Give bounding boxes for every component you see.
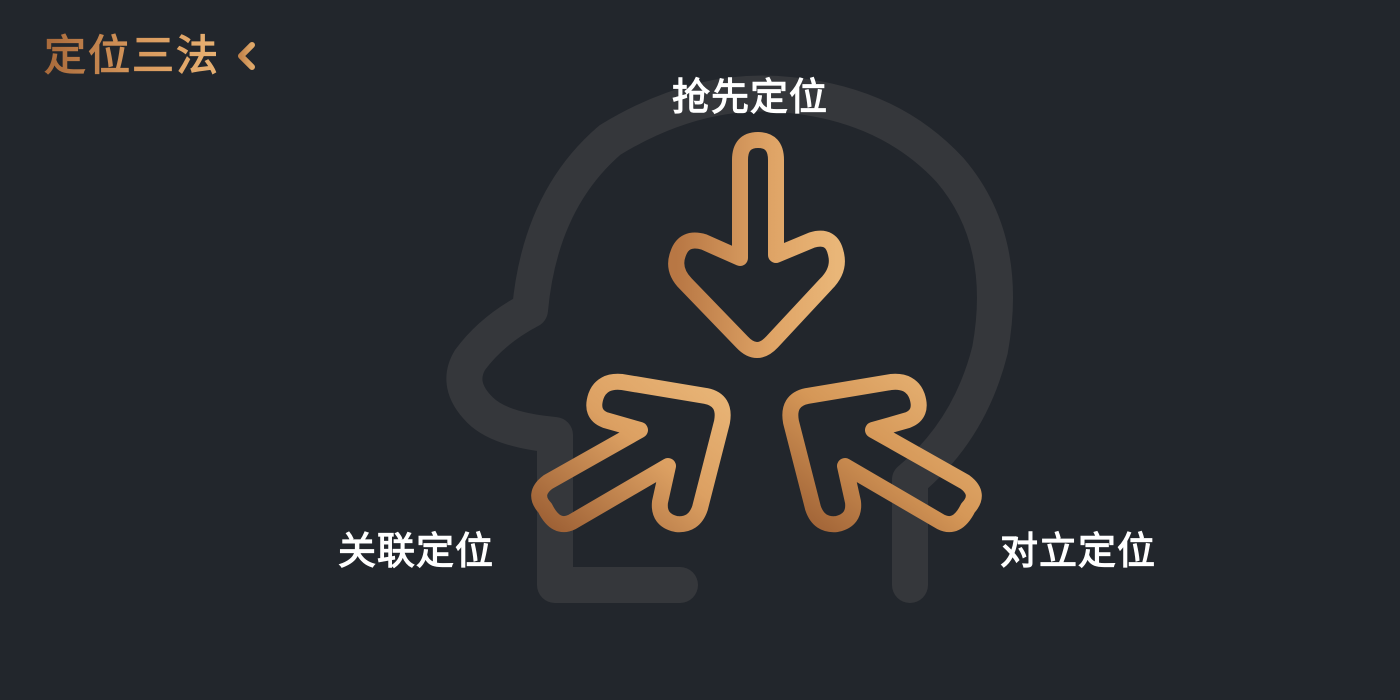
arrow-down-icon — [668, 132, 845, 358]
label-preemptive-positioning: 抢先定位 — [672, 75, 829, 119]
label-opposing-positioning: 对立定位 — [1000, 529, 1157, 573]
arrow-up-left-icon — [782, 373, 982, 533]
header: 定位三法 — [44, 28, 260, 84]
arrow-up-right-icon — [531, 373, 731, 533]
label-associative-positioning: 关联定位 — [338, 529, 495, 573]
head-profile-icon — [446, 75, 1013, 603]
page-title: 定位三法 — [44, 28, 220, 84]
chevron-left-icon[interactable] — [234, 36, 260, 76]
three-inward-arrows-icon — [531, 132, 982, 533]
